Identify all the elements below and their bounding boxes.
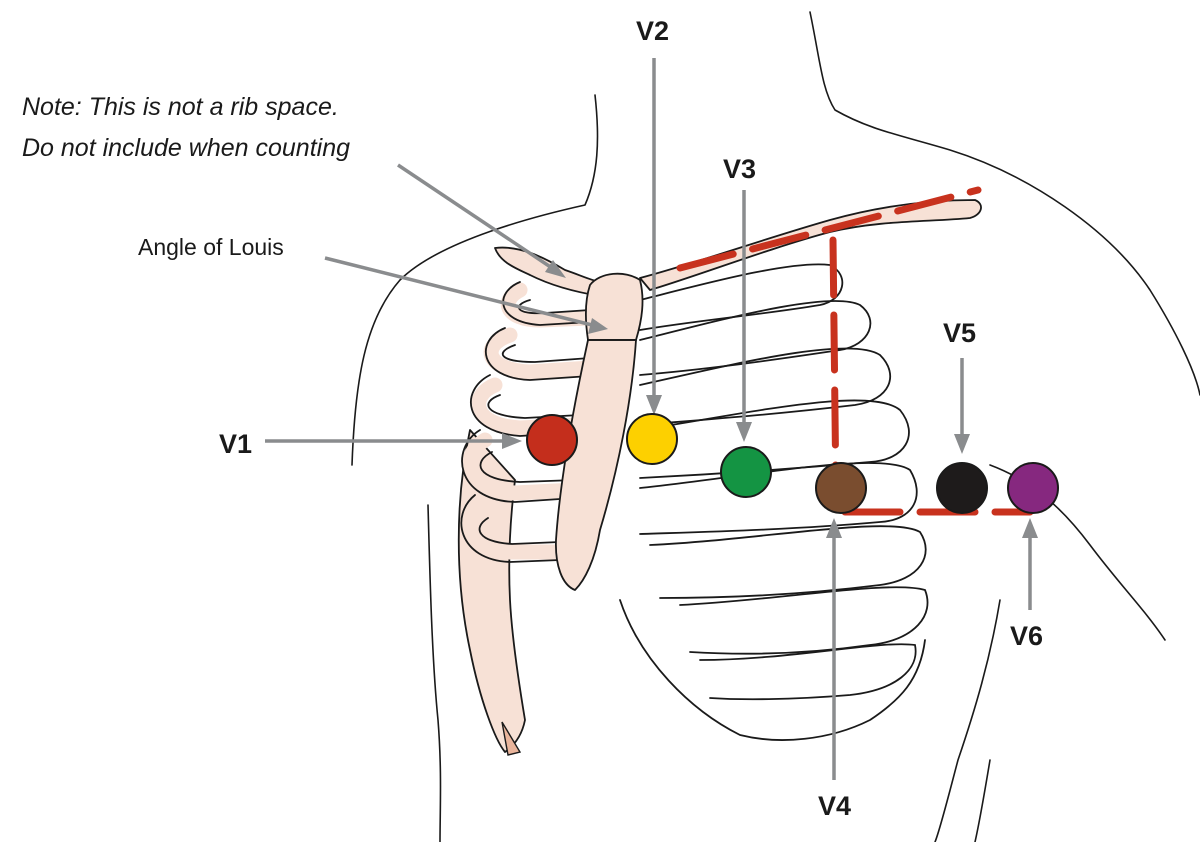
manubrium [585, 272, 644, 341]
rib-cage [457, 263, 929, 756]
electrodes [526, 413, 1059, 514]
electrode-v5[interactable] [936, 462, 988, 514]
labels: Note: This is not a rib space. Do not in… [22, 16, 1043, 821]
lead-label-v4: V4 [818, 791, 851, 821]
clavicles [494, 199, 982, 297]
note-line-1: Note: This is not a rib space. [22, 93, 339, 121]
electrode-v3[interactable] [720, 446, 772, 498]
electrode-v6[interactable] [1007, 462, 1059, 514]
guide-lines [676, 186, 1034, 516]
lead-label-v2: V2 [636, 16, 669, 46]
lead-label-v1: V1 [219, 429, 252, 459]
body-outline [351, 11, 1200, 842]
lead-label-v3: V3 [723, 154, 756, 184]
electrode-v1[interactable] [526, 414, 578, 466]
electrode-v2[interactable] [626, 413, 678, 465]
note-line-2: Do not include when counting [22, 134, 350, 162]
electrode-v4[interactable] [815, 462, 867, 514]
angle-of-louis-label: Angle of Louis [138, 234, 284, 260]
arrows [265, 58, 1038, 780]
lead-label-v6: V6 [1010, 621, 1043, 651]
lead-label-v5: V5 [943, 318, 976, 348]
sternum [555, 272, 644, 591]
